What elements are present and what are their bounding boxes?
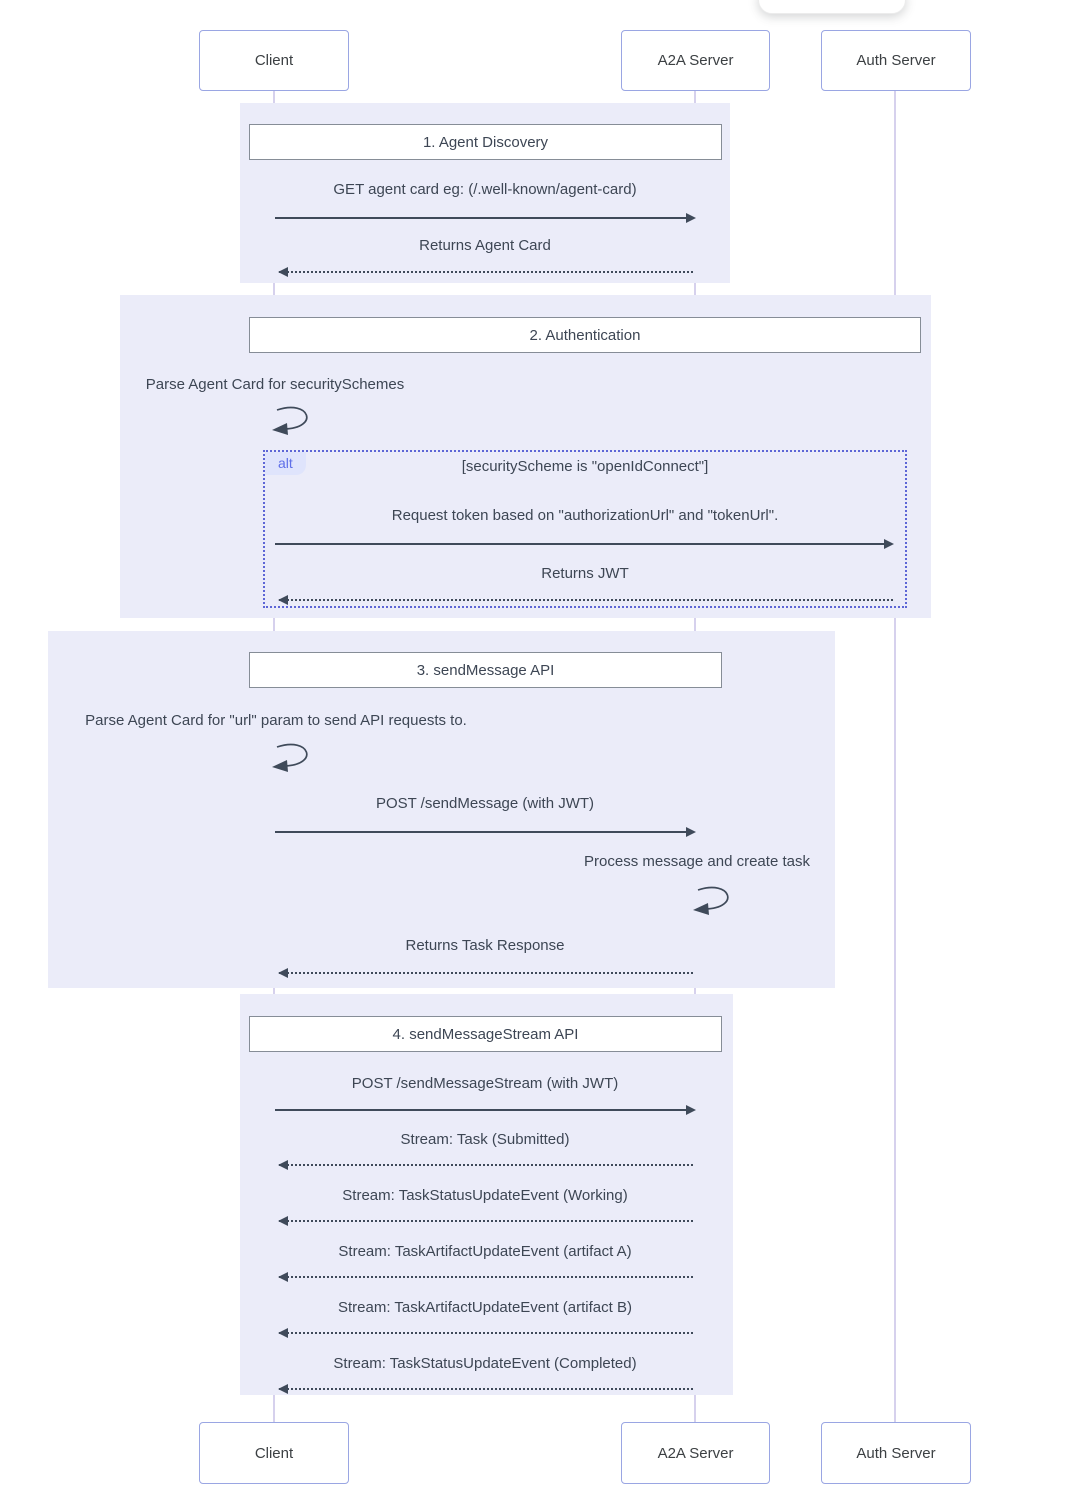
- message-label: GET agent card eg: (/.well-known/agent-c…: [333, 181, 637, 198]
- section-title-label: 2. Authentication: [529, 326, 641, 344]
- section-title-sendmessage: 3. sendMessage API: [249, 652, 722, 688]
- self-loop-icon: [272, 406, 308, 435]
- arrowhead-left-icon: [278, 1216, 288, 1226]
- arrow-line: [275, 1109, 693, 1111]
- message-label: Stream: TaskStatusUpdateEvent (Completed…: [333, 1355, 637, 1372]
- actor-client-bottom: Client: [199, 1422, 349, 1484]
- section-title-agent-discovery: 1. Agent Discovery: [249, 124, 722, 160]
- section-bg-sendmessagestream: [240, 994, 733, 1395]
- message-arrow-solid-right: [275, 539, 894, 549]
- actor-auth-server-top: Auth Server: [821, 30, 971, 91]
- arrowhead-left-icon: [278, 1384, 288, 1394]
- actor-a2a-server-bottom: A2A Server: [621, 1422, 770, 1484]
- message-arrow-dashed-left: [278, 1216, 695, 1226]
- lifeline-auth-server: [894, 91, 896, 1422]
- arrowhead-left-icon: [278, 595, 288, 605]
- self-message-label: Parse Agent Card for securitySchemes: [145, 376, 405, 393]
- actor-a2a-server-label: A2A Server: [657, 52, 734, 69]
- section-title-label: 3. sendMessage API: [416, 661, 555, 679]
- arrowhead-left-icon: [278, 968, 288, 978]
- arrowhead-left-icon: [278, 1328, 288, 1338]
- message-arrow-dashed-left: [278, 968, 695, 978]
- floating-card: [758, 0, 906, 14]
- self-message-label: Parse Agent Card for "url" param to send…: [85, 712, 467, 729]
- arrow-line: [279, 271, 693, 273]
- message-arrow-dashed-left: [278, 1272, 695, 1282]
- message-arrow-dashed-left: [278, 595, 895, 605]
- arrowhead-right-icon: [686, 213, 696, 223]
- message-label: POST /sendMessageStream (with JWT): [351, 1075, 619, 1092]
- arrow-line: [279, 1388, 693, 1390]
- actor-auth-server-label: Auth Server: [856, 52, 936, 69]
- message-label: Returns Task Response: [405, 937, 565, 954]
- arrowhead-left-icon: [278, 267, 288, 277]
- arrowhead-left-icon: [278, 1272, 288, 1282]
- arrow-line: [279, 1332, 693, 1334]
- actor-auth-server-bottom: Auth Server: [821, 1422, 971, 1484]
- message-label: Stream: Task (Submitted): [400, 1131, 570, 1148]
- message-label: Request token based on "authorizationUrl…: [391, 507, 779, 524]
- message-label: Returns Agent Card: [419, 237, 551, 254]
- actor-a2a-server-top: A2A Server: [621, 30, 770, 91]
- message-label: Stream: TaskStatusUpdateEvent (Working): [342, 1187, 628, 1204]
- alt-frame: alt [securityScheme is "openIdConnect"]: [263, 450, 907, 608]
- arrow-line: [279, 972, 693, 974]
- message-arrow-dashed-left: [278, 1160, 695, 1170]
- arrow-line: [279, 599, 893, 601]
- message-arrow-solid-right: [275, 213, 696, 223]
- arrow-line: [275, 831, 693, 833]
- arrowhead-left-icon: [278, 1160, 288, 1170]
- self-loop-icon: [693, 886, 729, 915]
- arrow-line: [279, 1164, 693, 1166]
- self-loop-icon: [272, 743, 308, 772]
- actor-client-label: Client: [254, 52, 294, 69]
- self-message-label: Process message and create task: [584, 853, 810, 870]
- arrow-line: [279, 1276, 693, 1278]
- section-bg-sendmessage: [48, 631, 835, 988]
- alt-label: alt: [265, 452, 306, 475]
- section-title-label: 4. sendMessageStream API: [392, 1025, 579, 1043]
- section-title-sendmessagestream: 4. sendMessageStream API: [249, 1016, 722, 1052]
- message-arrow-dashed-left: [278, 1328, 695, 1338]
- section-title-authentication: 2. Authentication: [249, 317, 921, 353]
- arrowhead-right-icon: [686, 1105, 696, 1115]
- message-arrow-solid-right: [275, 1105, 696, 1115]
- message-label: POST /sendMessage (with JWT): [375, 795, 595, 812]
- arrowhead-right-icon: [686, 827, 696, 837]
- message-arrow-dashed-left: [278, 267, 695, 277]
- message-label: Stream: TaskArtifactUpdateEvent (artifac…: [338, 1243, 632, 1260]
- actor-client-label: Client: [254, 1444, 294, 1462]
- message-arrow-dashed-left: [278, 1384, 695, 1394]
- actor-client-top: Client: [199, 30, 349, 91]
- arrow-line: [279, 1220, 693, 1222]
- message-arrow-solid-right: [275, 827, 696, 837]
- actor-a2a-server-label: A2A Server: [657, 1444, 734, 1462]
- message-label: Stream: TaskArtifactUpdateEvent (artifac…: [337, 1299, 632, 1316]
- arrowhead-right-icon: [884, 539, 894, 549]
- arrow-line: [275, 543, 891, 545]
- message-label: Returns JWT: [541, 565, 629, 582]
- alt-condition: [securityScheme is "openIdConnect"]: [461, 458, 709, 475]
- arrow-line: [275, 217, 693, 219]
- actor-auth-server-label: Auth Server: [856, 1444, 936, 1462]
- section-title-label: 1. Agent Discovery: [422, 133, 549, 151]
